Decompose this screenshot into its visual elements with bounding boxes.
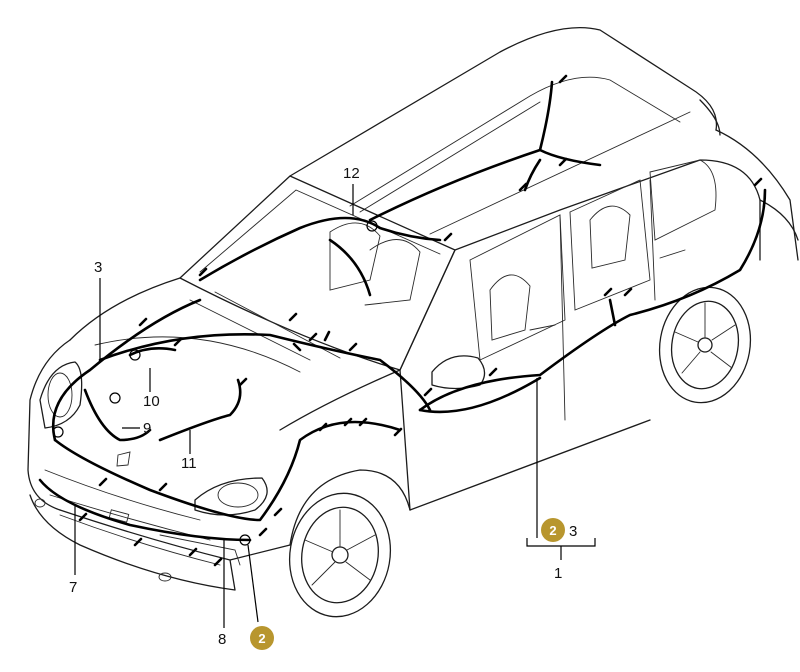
callout-12: 12	[343, 165, 360, 182]
front-wheel	[288, 492, 392, 618]
wiring-harness	[38, 74, 767, 567]
badge-circle	[541, 518, 565, 542]
callout-3-front: 3	[94, 259, 102, 276]
callout-9: 9	[143, 420, 151, 437]
callout-labels: 1 3 3 7 8 9 10 11 12	[69, 165, 577, 648]
rear-wheel	[658, 286, 752, 404]
connectors	[52, 74, 763, 567]
badge-label: 2	[258, 631, 265, 646]
callout-10: 10	[143, 393, 160, 410]
badge-label: 2	[549, 523, 556, 538]
callout-3-side: 3	[569, 523, 577, 540]
vehicle-outline	[27, 27, 799, 591]
badge-circle	[250, 626, 274, 650]
callout-1: 1	[554, 565, 562, 582]
callout-11: 11	[181, 455, 197, 472]
badge-2-bottom[interactable]: 2	[250, 626, 274, 650]
callout-7: 7	[69, 579, 77, 596]
leader-lines	[74, 184, 596, 628]
badge-2-side[interactable]: 2	[541, 518, 565, 542]
callout-8: 8	[218, 631, 226, 648]
